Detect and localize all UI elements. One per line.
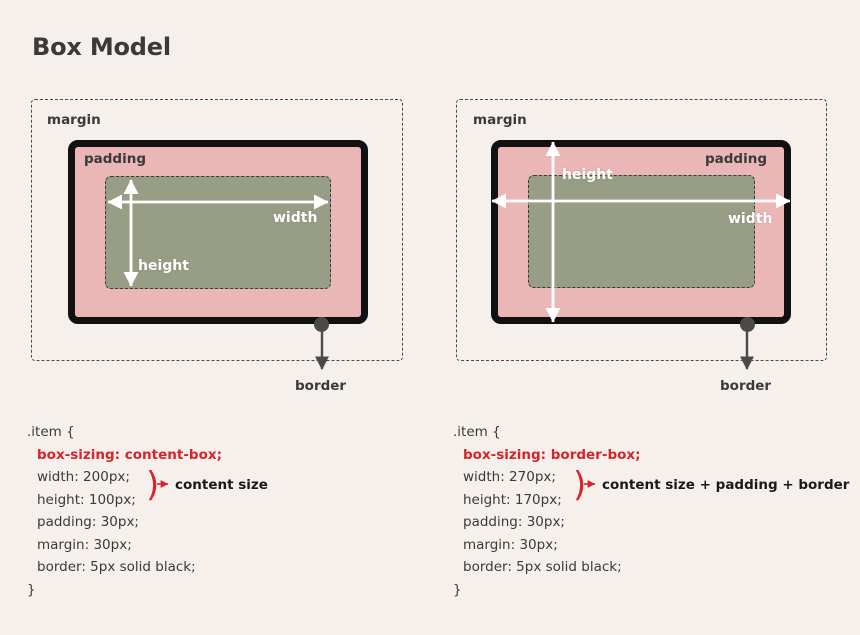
- margin-label-left: margin: [47, 112, 101, 128]
- width-label-left: width: [273, 210, 318, 226]
- code-line-padding: padding: 30px;: [37, 514, 139, 530]
- height-label-left: height: [138, 258, 189, 274]
- page-title: Box Model: [32, 33, 171, 61]
- code-line-box-sizing: box-sizing: content-box;: [37, 446, 222, 463]
- code-line-selector: .item {: [27, 424, 75, 440]
- content-box-panel: margin padding: [27, 99, 403, 601]
- border-box-code: .item { box-sizing: border-box; width: 2…: [453, 421, 641, 601]
- code-line-close: }: [453, 581, 462, 598]
- content-box-right: [528, 175, 755, 288]
- padding-label-right: padding: [705, 151, 768, 167]
- margin-box-right: [456, 99, 827, 361]
- border-label-right: border: [720, 378, 772, 394]
- code-line-padding: padding: 30px;: [463, 514, 565, 530]
- border-label-left: border: [295, 378, 347, 394]
- code-line-close: }: [27, 581, 36, 598]
- width-label-right: width: [728, 211, 773, 227]
- height-label-right: height: [562, 167, 613, 183]
- code-line-margin: margin: 30px;: [463, 536, 558, 553]
- padding-label-left: padding: [84, 151, 147, 167]
- annotation-brace-left: ): [146, 465, 160, 505]
- annotation-brace-right: ): [573, 465, 587, 505]
- code-line-height: height: 100px;: [37, 491, 136, 508]
- code-line-box-sizing: box-sizing: border-box;: [463, 446, 641, 463]
- border-callout-dot-left: [314, 317, 329, 332]
- code-line-margin: margin: 30px;: [37, 536, 132, 553]
- code-line-border: border: 5px solid black;: [463, 559, 622, 575]
- code-line-height: height: 170px;: [463, 491, 562, 508]
- border-box-panel: margin padding width height: [430, 0, 860, 635]
- content-box-code: .item { box-sizing: content-box; width: …: [27, 421, 222, 601]
- annotation-text-right: content size + padding + border: [602, 477, 850, 493]
- code-line-width: width: 200px;: [37, 469, 130, 485]
- code-line-width: width: 270px;: [463, 469, 556, 485]
- margin-box-left: [31, 99, 403, 361]
- content-box-left: [105, 176, 331, 289]
- annotation-text-left: content size: [175, 477, 268, 493]
- border-callout-dot-right: [740, 317, 755, 332]
- margin-label-right: margin: [473, 112, 527, 128]
- code-line-selector: .item {: [453, 424, 501, 440]
- code-line-border: border: 5px solid black;: [37, 559, 196, 575]
